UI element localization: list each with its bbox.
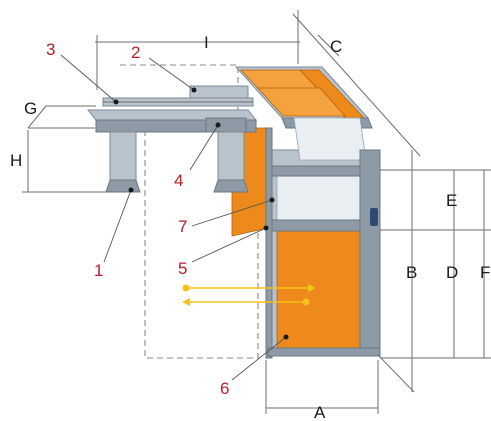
- dimension-F: F: [480, 263, 490, 282]
- dimension-lines: [22, 10, 491, 414]
- gantry-axis: [86, 85, 258, 193]
- motion-envelope-dashed: [120, 64, 259, 359]
- callout-1: 1: [94, 261, 103, 280]
- transfer-arrows: [182, 284, 316, 306]
- dimension-C: C: [330, 37, 342, 56]
- door-handle: [370, 208, 378, 226]
- upper-window: [276, 175, 368, 221]
- lower-door-panel: [276, 230, 368, 350]
- callout-3: 3: [46, 40, 55, 59]
- callout-4: 4: [174, 171, 183, 190]
- dimension-I: I: [204, 33, 209, 52]
- dimension-A: A: [314, 403, 326, 421]
- dimension-G: G: [24, 99, 37, 118]
- dimension-E: E: [446, 191, 457, 210]
- dimension-B: B: [406, 263, 417, 282]
- callout-5: 5: [178, 259, 187, 278]
- left-gripper: [109, 131, 137, 181]
- callout-7: 7: [178, 217, 187, 236]
- leader-lines: [60, 54, 289, 381]
- callout-6: 6: [220, 379, 229, 398]
- right-gripper: [217, 131, 245, 181]
- dimension-D: D: [446, 263, 458, 282]
- dimension-H: H: [10, 151, 22, 170]
- guard-cabinet: [231, 117, 381, 359]
- carriage: [205, 117, 247, 133]
- callout-2: 2: [131, 43, 140, 62]
